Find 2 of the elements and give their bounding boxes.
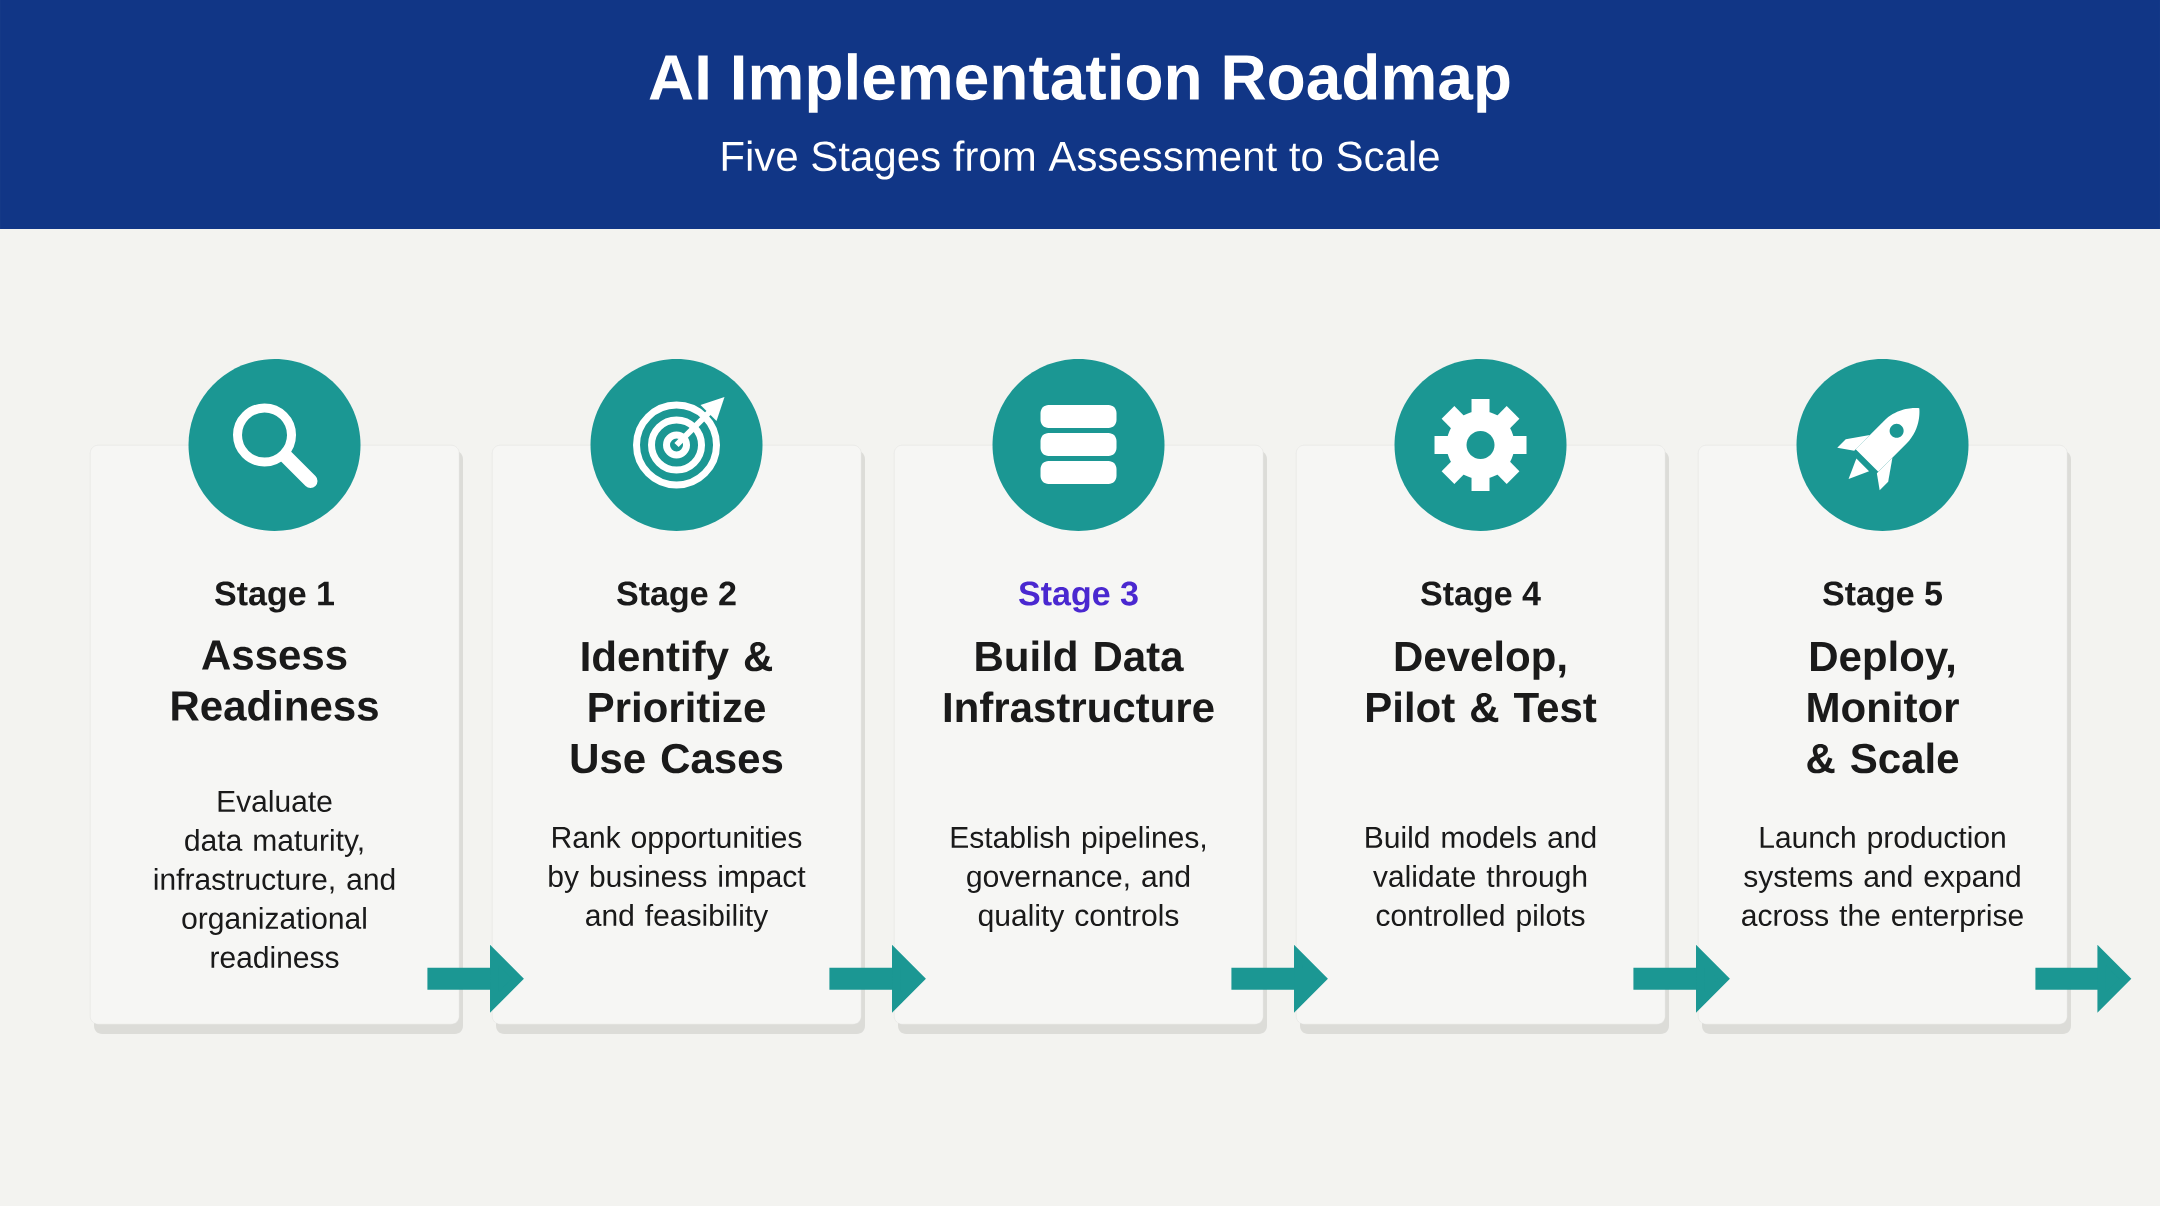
subtitle: Five Stages from Assessment to Scale (722, 140, 1439, 180)
title: AI Implementation Roadmap (649, 53, 1510, 113)
